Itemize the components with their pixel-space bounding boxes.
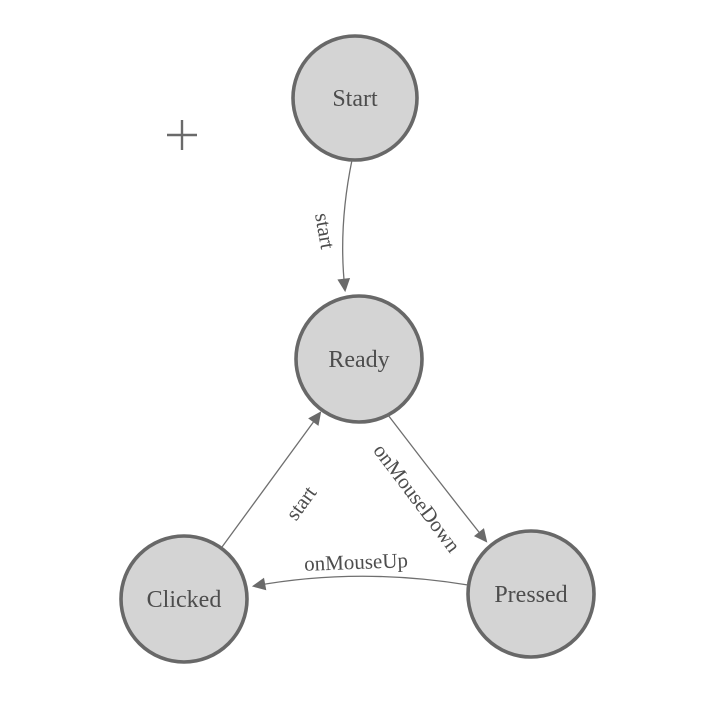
state-node-start[interactable]: Start — [291, 34, 419, 162]
state-node-pressed[interactable]: Pressed — [466, 529, 596, 659]
state-node-label: Start — [332, 86, 378, 112]
crosshair-cursor-icon — [167, 120, 197, 150]
transition-line[interactable] — [387, 414, 488, 543]
transition-label: onMouseDown — [368, 439, 465, 557]
transition-ready-to-pressed[interactable]: onMouseDown — [368, 414, 488, 557]
state-node-label: Clicked — [147, 587, 222, 613]
state-node-label: Pressed — [494, 582, 567, 608]
state-node-label: Ready — [328, 347, 389, 373]
state-circle[interactable] — [291, 34, 419, 162]
transition-line[interactable] — [251, 575, 469, 591]
state-circle[interactable] — [119, 534, 249, 664]
transition-line[interactable] — [221, 411, 322, 548]
transition-clicked-to-ready[interactable]: start — [221, 411, 322, 548]
state-circle[interactable] — [466, 529, 596, 659]
state-node-ready[interactable]: Ready — [294, 294, 424, 424]
state-node-clicked[interactable]: Clicked — [119, 534, 249, 664]
transition-line[interactable] — [337, 159, 353, 293]
state-circle[interactable] — [294, 294, 424, 424]
transition-pressed-to-clicked[interactable]: onMouseUp — [251, 548, 469, 591]
transition-label: start — [281, 481, 322, 524]
transition-label: onMouseUp — [304, 548, 409, 576]
transition-start-to-ready[interactable]: start — [310, 159, 353, 293]
transition-label: start — [310, 211, 340, 251]
